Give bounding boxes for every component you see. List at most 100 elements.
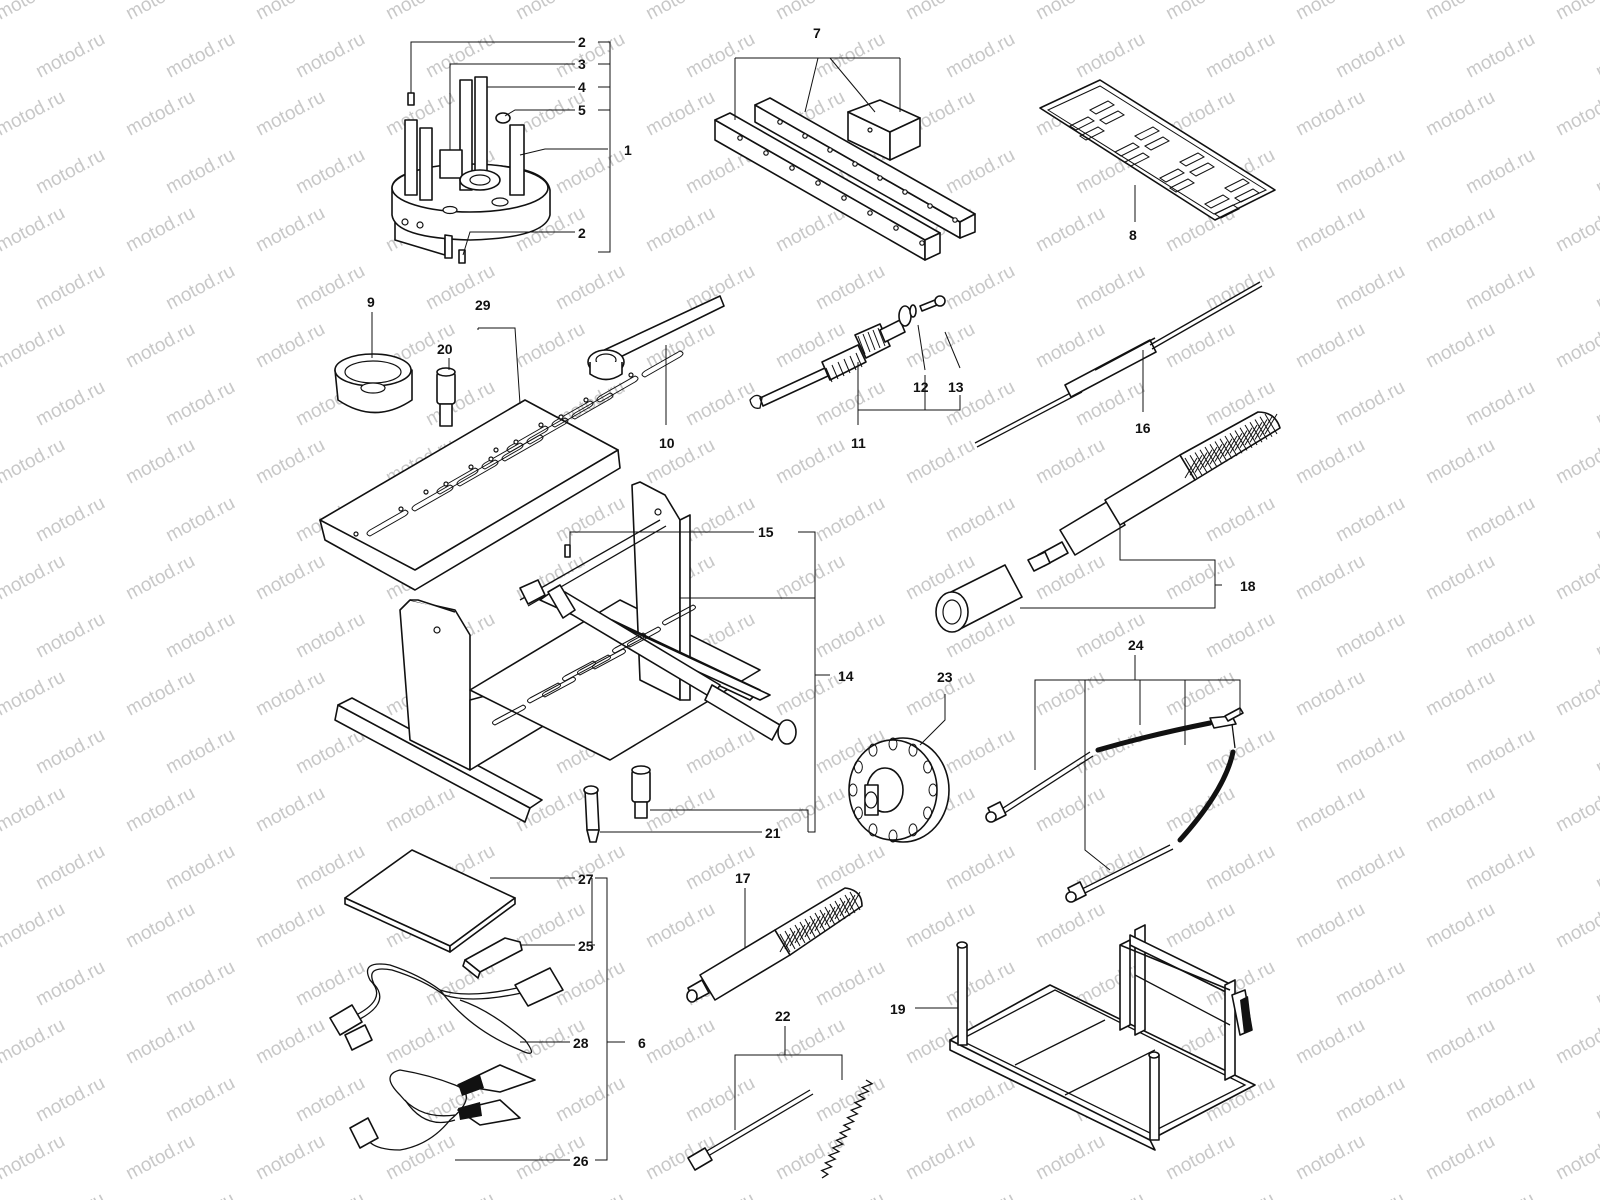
watermark-text: motod.ru [812,1073,888,1127]
watermark-text: motod.ru [1202,841,1278,895]
callout-8: 8 [1129,227,1137,243]
watermark-text: motod.ru [642,203,718,257]
watermark-text: motod.ru [1552,1015,1600,1069]
watermark-text: motod.ru [1592,1189,1600,1200]
watermark-text: motod.ru [942,725,1018,779]
watermark-text: motod.ru [292,957,368,1011]
watermark-text: motod.ru [122,203,198,257]
watermark-text: motod.ru [0,87,69,141]
watermark-text: motod.ru [682,493,758,547]
callout-9: 9 [367,294,375,310]
watermark-text: motod.ru [1032,435,1108,489]
watermark-text: motod.ru [1422,435,1498,489]
part-16-rod [974,281,1263,448]
callout-11: 11 [851,435,866,451]
watermark-text: motod.ru [942,493,1018,547]
callout-20: 20 [437,341,453,357]
watermark-text: motod.ru [682,29,758,83]
watermark-text: motod.ru [32,29,108,83]
watermark-text: motod.ru [292,261,368,315]
watermark-text: motod.ru [942,145,1018,199]
watermark-text: motod.ru [1332,29,1408,83]
watermark-text: motod.ru [942,261,1018,315]
watermark-text: motod.ru [1162,1131,1238,1185]
watermark-text: motod.ru [1202,261,1278,315]
watermark-text: motod.ru [1592,493,1600,547]
watermark-text: motod.ru [0,203,69,257]
watermark-text: motod.ru [252,203,328,257]
callout-15: 15 [758,524,774,540]
watermark-text: motod.ru [1072,29,1148,83]
watermark-text: motod.ru [552,145,628,199]
watermark-text: motod.ru [642,1015,718,1069]
watermark-text: motod.ru [32,725,108,779]
watermark-text: motod.ru [1592,841,1600,895]
watermark-text: motod.ru [942,29,1018,83]
watermark-text: motod.ru [1292,783,1368,837]
watermark-text: motod.ru [1422,87,1498,141]
watermark-text: motod.ru [122,435,198,489]
watermark-text: motod.ru [942,1189,1018,1200]
watermark-text: motod.ru [1332,841,1408,895]
watermark-text: motod.ru [1592,957,1600,1011]
watermark-text: motod.ru [122,667,198,721]
watermark-text: motod.ru [1552,203,1600,257]
watermark-text: motod.ru [812,493,888,547]
watermark-text: motod.ru [1422,783,1498,837]
callout-26: 26 [573,1153,589,1169]
watermark-text: motod.ru [942,957,1018,1011]
watermark-text: motod.ru [812,1189,888,1200]
callout-18: 18 [1240,578,1256,594]
callout-29: 29 [475,297,491,313]
callout-19: 19 [890,1001,906,1017]
callout-27: 27 [578,871,594,887]
watermark-text: motod.ru [1462,609,1538,663]
watermark-text: motod.ru [1462,1189,1538,1200]
part-24-hose-set [985,707,1244,903]
watermark-text: motod.ru [812,609,888,663]
watermark-text: motod.ru [162,725,238,779]
watermark-text: motod.ru [1332,377,1408,431]
watermark-text: motod.ru [0,1015,69,1069]
watermark-text: motod.ru [1072,1189,1148,1200]
watermark-text: motod.ru [1552,783,1600,837]
watermark-text: motod.ru [1332,145,1408,199]
part-10-wrench [587,295,725,381]
watermark-text: motod.ru [1462,377,1538,431]
part-1-fixture-plate [391,76,551,264]
watermark-text: motod.ru [1032,783,1108,837]
watermark-text: motod.ru [1072,725,1148,779]
watermark-text: motod.ru [682,725,758,779]
watermark-text: motod.ru [772,1131,848,1185]
watermark-text: motod.ru [1592,725,1600,779]
callout-21: 21 [765,825,781,841]
callout-5: 5 [578,102,586,118]
watermark-text: motod.ru [1462,957,1538,1011]
watermark-text: motod.ru [292,145,368,199]
watermark-text: motod.ru [1072,609,1148,663]
callout-3: 3 [578,56,586,72]
watermark-text: motod.ru [1552,667,1600,721]
watermark-text: motod.ru [1202,29,1278,83]
watermark-text: motod.ru [1592,609,1600,663]
watermark-text: motod.ru [122,899,198,953]
watermark-text: motod.ru [1422,0,1498,24]
watermark-text: motod.ru [902,319,978,373]
watermark-text: motod.ru [292,1073,368,1127]
watermark-text: motod.ru [642,87,718,141]
watermark-text: motod.ru [642,435,718,489]
part-27-manual [344,849,516,953]
callout-17: 17 [735,870,751,886]
watermark-text: motod.ru [32,841,108,895]
watermark-text: motod.ru [1592,29,1600,83]
watermark-text: motod.ru [162,29,238,83]
watermark-text: motod.ru [1032,899,1108,953]
watermark-text: motod.ru [32,493,108,547]
watermark-text: motod.ru [252,1015,328,1069]
watermark-text: motod.ru [1332,725,1408,779]
watermark-text: motod.ru [1032,319,1108,373]
watermark-text: motod.ru [122,551,198,605]
watermark-text: motod.ru [32,1189,108,1200]
